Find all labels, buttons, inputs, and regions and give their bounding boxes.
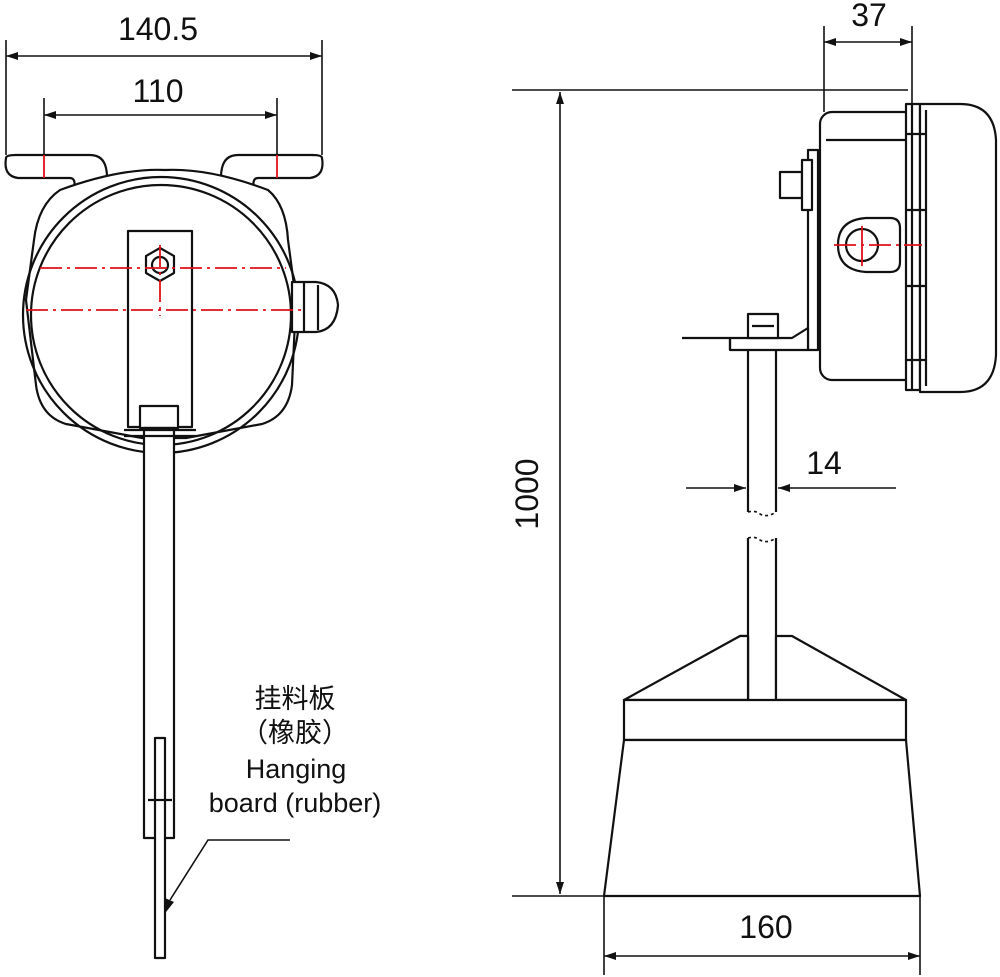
dimension-base-width: 160 [603,896,921,975]
box-cover [826,102,998,394]
dim-base-width-text: 160 [739,909,792,945]
side-rod-nut [746,312,780,340]
dimension-rod-diameter: 14 [686,445,896,492]
rod-side-lower [746,536,778,700]
dimension-overall-width: 140.5 [5,11,323,155]
dimension-hole-spacing: 110 [43,73,278,155]
weight-base [602,634,922,898]
dim-rod-diameter-text: 14 [806,445,842,481]
front-view: 140.5 110 挂料板 （橡胶） Hanging board (rubber… [4,11,381,960]
label-cn-line2: （橡胶） [241,718,349,749]
cable-gland [290,280,340,334]
dim-box-depth-text: 37 [851,0,887,33]
dim-total-height-text: 1000 [509,458,545,529]
rod-side-upper [746,350,778,517]
dim-overall-width-text: 140.5 [118,11,198,47]
hanging-board [148,736,172,960]
side-bolt [778,158,814,212]
label-en-line1: Hanging [246,754,347,784]
l-bracket [682,326,810,352]
dimension-box-depth: 37 [823,0,913,112]
hanging-board-label: 挂料板 （橡胶） Hanging board (rubber) [165,684,381,912]
label-cn-line1: 挂料板 [255,684,336,715]
pivot-slot [834,216,922,274]
dim-hole-spacing-text: 110 [132,73,183,109]
label-en-line2: board (rubber) [209,788,382,818]
rod-nut-block [138,404,180,430]
dimension-total-height: 1000 [509,89,908,897]
side-view: 37 1000 14 160 [509,0,998,975]
